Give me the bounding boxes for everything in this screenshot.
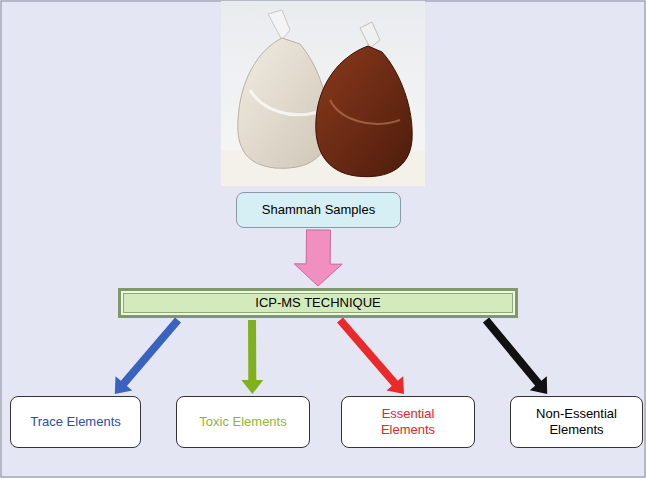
node-label: ICP-MS TECHNIQUE [255,295,380,311]
technique-bar: ICP-MS TECHNIQUE [118,288,518,318]
node-label: Toxic Elements [199,414,286,430]
connector-arrow [483,317,547,394]
connector-arrow [294,230,342,286]
node-label: Essential Elements [368,406,448,437]
connector-arrow [241,320,263,394]
element-box: Trace Elements [10,396,141,448]
sample-photo [221,1,425,186]
element-box: Toxic Elements [176,396,310,448]
connector-arrow [115,317,181,394]
node-label: Shammah Samples [262,202,375,218]
node-label: Non-Essential Elements [527,406,627,437]
node-label: Trace Elements [30,414,121,430]
sample-box: Shammah Samples [236,192,401,228]
connector-arrow [337,317,404,394]
element-box: Non-Essential Elements [510,396,643,448]
element-box: Essential Elements [341,396,475,448]
